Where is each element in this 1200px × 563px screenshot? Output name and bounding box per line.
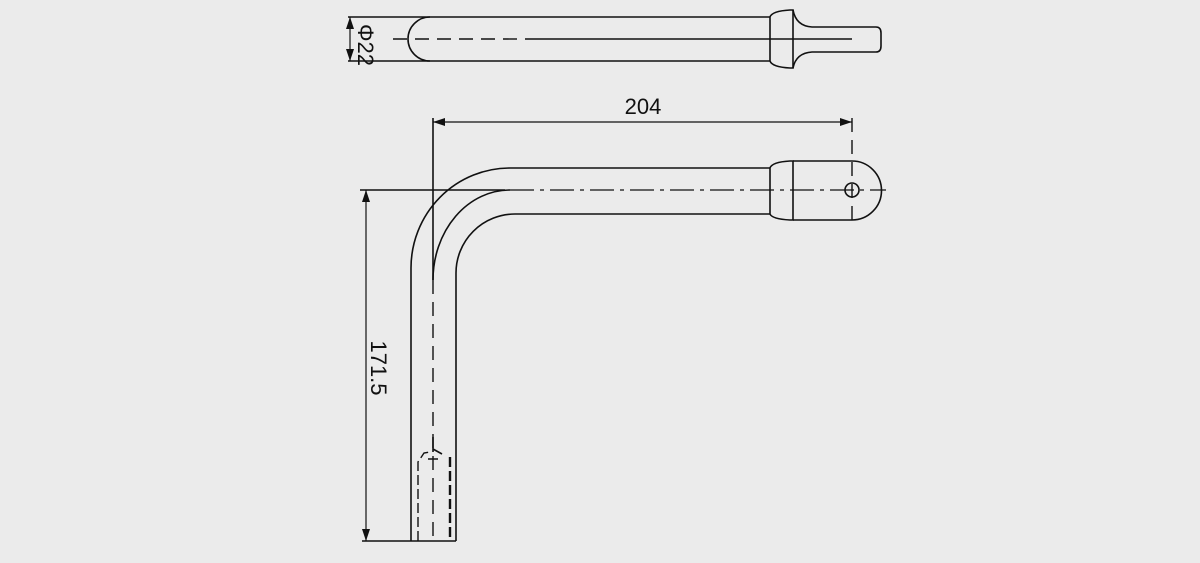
- bent-rod-side-view: [360, 118, 886, 542]
- width-dimension-label: 204: [625, 94, 662, 119]
- height-dimension-label: 171.5: [366, 340, 391, 395]
- top-view-rod: [348, 9, 882, 69]
- diameter-label: Φ22: [353, 24, 378, 66]
- width-dimension: 204: [433, 94, 852, 126]
- diameter-dimension: Φ22: [346, 17, 378, 66]
- height-dimension: 171.5: [362, 190, 391, 541]
